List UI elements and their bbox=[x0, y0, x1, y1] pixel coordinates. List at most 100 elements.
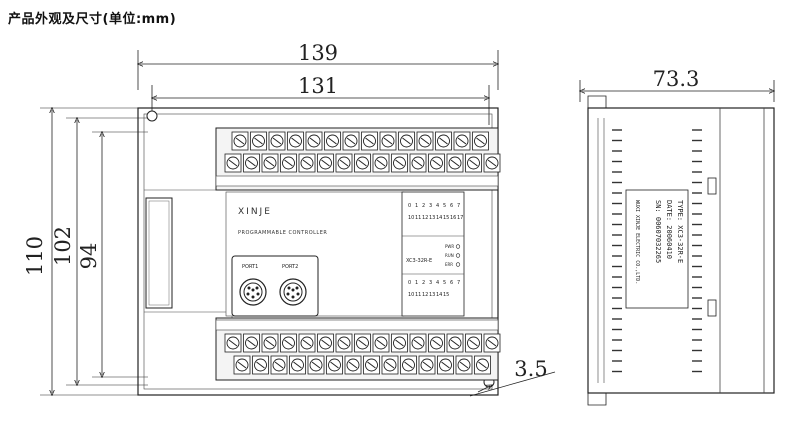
page-title: 产品外观及尺寸(单位:mm) bbox=[8, 12, 177, 27]
terminal-screw bbox=[361, 131, 378, 151]
port2-connector bbox=[279, 278, 307, 306]
terminal-screw bbox=[324, 131, 341, 151]
dim-94-label: 94 bbox=[77, 243, 101, 270]
terminal-screw bbox=[233, 355, 251, 375]
input-led-digit: 2 bbox=[422, 203, 425, 209]
terminal-screw bbox=[354, 153, 371, 173]
terminal-screw bbox=[437, 355, 454, 375]
status-led bbox=[455, 253, 461, 258]
output-led-digit: 10 bbox=[408, 292, 414, 298]
top-terminal-block bbox=[215, 127, 501, 191]
terminal-screw bbox=[465, 333, 482, 353]
terminal-screw bbox=[465, 153, 482, 173]
status-led-label: ERR bbox=[445, 262, 453, 267]
nameplate bbox=[625, 189, 689, 309]
output-led-digit: 3 bbox=[429, 280, 432, 286]
terminal-screw bbox=[243, 333, 260, 353]
terminal-screw bbox=[250, 131, 267, 151]
status-led-label: PWR bbox=[445, 244, 454, 249]
output-led-digit: 12 bbox=[422, 292, 428, 298]
terminal-screw bbox=[344, 355, 362, 375]
terminal-screw bbox=[435, 131, 452, 151]
output-led-digit: 7 bbox=[457, 280, 460, 286]
input-led-digit: 6 bbox=[450, 203, 453, 209]
input-led-digit: 12 bbox=[422, 215, 428, 221]
terminal-screw bbox=[363, 355, 380, 375]
terminal-screw bbox=[455, 355, 473, 375]
terminal-screw bbox=[474, 355, 491, 375]
terminal-screw bbox=[446, 333, 464, 353]
terminal-screw bbox=[317, 333, 334, 353]
terminal-screw bbox=[428, 333, 445, 353]
terminal-screw bbox=[224, 333, 242, 353]
dimension-131: 131 bbox=[152, 74, 489, 125]
terminal-screw bbox=[252, 355, 269, 375]
terminal-screw bbox=[409, 153, 427, 173]
nameplate-type: TYPE: XC3-32R-E bbox=[676, 200, 684, 263]
terminal-screw bbox=[483, 333, 501, 353]
brand-label: XINJE bbox=[238, 207, 272, 217]
output-led-digit: 6 bbox=[450, 280, 453, 286]
output-led-digit: 0 bbox=[408, 280, 411, 286]
status-led bbox=[455, 244, 461, 249]
terminal-screw bbox=[418, 355, 436, 375]
front-view: XINJE PROGRAMMABLE CONTROLLER PORT1 PORT… bbox=[137, 107, 501, 396]
dim-139-label: 139 bbox=[298, 41, 338, 65]
terminal-screw bbox=[446, 153, 464, 173]
input-led-digit: 4 bbox=[436, 203, 439, 209]
input-led-digit: 14 bbox=[436, 215, 442, 221]
input-led-digit: 7 bbox=[457, 203, 460, 209]
expansion-slot bbox=[145, 197, 173, 309]
terminal-screw bbox=[409, 333, 427, 353]
subtitle-label: PROGRAMMABLE CONTROLLER bbox=[238, 230, 327, 236]
bottom-terminal-block bbox=[215, 317, 501, 381]
dim-73-3-label: 73.3 bbox=[653, 67, 700, 91]
terminal-screw bbox=[379, 131, 397, 151]
output-led-digit: 4 bbox=[436, 280, 439, 286]
dim-131-label: 131 bbox=[298, 74, 338, 98]
dimension-110: 110 bbox=[23, 108, 148, 395]
terminal-screw bbox=[335, 153, 353, 173]
terminal-screw bbox=[231, 131, 249, 151]
output-led-digit: 2 bbox=[422, 280, 425, 286]
terminal-screw bbox=[335, 333, 353, 353]
terminal-screw bbox=[372, 333, 390, 353]
terminal-screw bbox=[453, 131, 471, 151]
terminal-screw bbox=[307, 355, 325, 375]
terminal-screw bbox=[342, 131, 360, 151]
terminal-screw bbox=[400, 355, 417, 375]
terminal-screw bbox=[289, 355, 306, 375]
terminal-screw bbox=[483, 153, 501, 173]
terminal-screw bbox=[354, 333, 371, 353]
input-led-digit: 11 bbox=[415, 215, 421, 221]
dimension-3-5: 3.5 bbox=[469, 357, 556, 397]
input-led-digit: 16 bbox=[450, 215, 456, 221]
dimension-94: 94 bbox=[77, 132, 148, 377]
dimension-102: 102 bbox=[51, 118, 148, 385]
terminal-screw bbox=[261, 153, 279, 173]
terminal-screw bbox=[261, 333, 279, 353]
terminal-screw bbox=[298, 153, 316, 173]
terminal-screw bbox=[280, 153, 297, 173]
side-view: 73.3 TYPE: XC3-32R-E DATE: 20060410 SN: … bbox=[580, 67, 774, 406]
terminal-screw bbox=[472, 131, 489, 151]
terminal-screw bbox=[391, 333, 408, 353]
input-led-digit: 1 bbox=[415, 203, 418, 209]
output-led-digit: 1 bbox=[415, 280, 418, 286]
nameplate-date: DATE: 20060410 bbox=[665, 200, 673, 259]
terminal-screw bbox=[280, 333, 297, 353]
dim-110-label: 110 bbox=[23, 236, 47, 276]
output-led-digit: 14 bbox=[436, 292, 442, 298]
terminal-screw bbox=[287, 131, 304, 151]
terminal-screw bbox=[224, 153, 242, 173]
terminal-screw bbox=[398, 131, 415, 151]
input-led-digit: 0 bbox=[408, 203, 411, 209]
terminal-screw bbox=[428, 153, 445, 173]
output-led-digit: 15 bbox=[443, 292, 449, 298]
dim-3-5-label: 3.5 bbox=[514, 357, 547, 381]
terminal-screw bbox=[391, 153, 408, 173]
terminal-screw bbox=[298, 333, 316, 353]
port1-connector bbox=[239, 278, 267, 306]
terminal-screw bbox=[416, 131, 434, 151]
nameplate-sn: SN: 00607032265 bbox=[654, 200, 662, 263]
